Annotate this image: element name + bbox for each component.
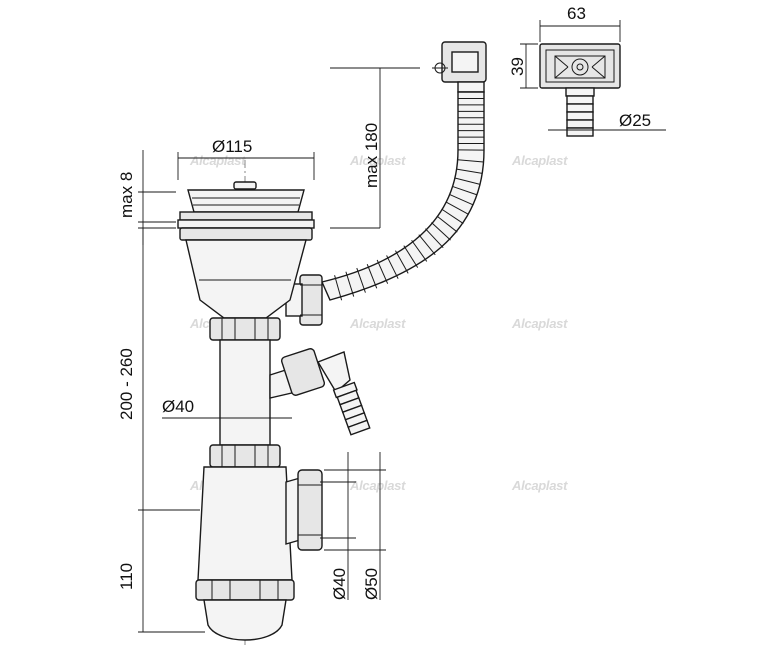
hose-corrugation [454,177,481,185]
hose-corrugation [395,250,409,274]
hose-corrugation [449,193,474,206]
flange-nut [179,227,313,241]
hose-corrugation [441,208,464,224]
upper-union-nut [209,317,281,341]
sink-gasket [177,219,315,229]
watermark: Alcaplast [349,316,406,331]
overflow-screw [571,58,589,76]
watermark: Alcaplast [511,478,568,493]
overflow-screw-center [576,63,584,71]
overflow-head-detail: 63 39 Ø25 [508,4,666,137]
dim-outlet-diameter-50: Ø50 [362,568,381,600]
lower-union-nut [209,444,281,468]
hose-corrugation [445,201,469,215]
hose-corrugation [411,239,428,262]
watermark: Alcaplast [511,153,568,168]
dim-flange-thickness: max 8 [117,172,136,218]
dim-trap-height: 110 [117,563,136,590]
dim-outlet-diameter-40: Ø40 [330,568,349,600]
bottle-trap-body [197,466,293,581]
hose-corrugation [436,215,458,233]
hose-corrugation [345,271,355,297]
hose-corrugation [456,168,483,174]
hose-corrugation [334,275,343,301]
dim-pipe-diameter: Ø40 [162,397,194,416]
dim-top-width: 63 [567,4,586,23]
hose-corrugation [403,245,419,268]
overflow-plate-inner [545,49,615,83]
appliance-connector [269,348,371,436]
watermark: Alcaplast [189,153,246,168]
hose-corrugation [452,185,478,196]
overflow-grille [554,55,606,79]
trap-outlet [285,469,323,551]
hose-corrugation [431,222,451,241]
strainer-cup [187,189,305,213]
hose-corrugation [366,263,378,289]
dim-overflow-height: max 180 [362,123,381,188]
dim-total-height: 200 - 260 [117,348,136,420]
watermark: Alcaplast [349,478,406,493]
strainer-basket [177,181,315,241]
dim-outlet-diameter: Ø25 [619,111,651,130]
hose-corrugation [356,267,366,293]
dim-strainer-diameter: Ø115 [212,137,252,156]
hose-corrugation [425,228,444,249]
vertical-pipe [219,339,271,446]
hose-corrugation [376,259,389,284]
trap-cup-nut [195,579,295,601]
overflow-outlet-hose [565,87,595,137]
overflow-fitting [432,41,487,93]
watermark: Alcaplast [511,316,568,331]
strainer-knob [233,181,257,190]
sink-flange [179,211,313,221]
overflow-hose [321,91,485,301]
trap-cup [203,599,287,641]
hose-corrugation [457,159,484,163]
dim-top-height: 39 [508,57,527,76]
hose-corrugation [386,255,399,279]
overflow-plate [539,43,621,89]
hose-corrugation [418,234,436,256]
watermark: Alcaplast [349,153,406,168]
